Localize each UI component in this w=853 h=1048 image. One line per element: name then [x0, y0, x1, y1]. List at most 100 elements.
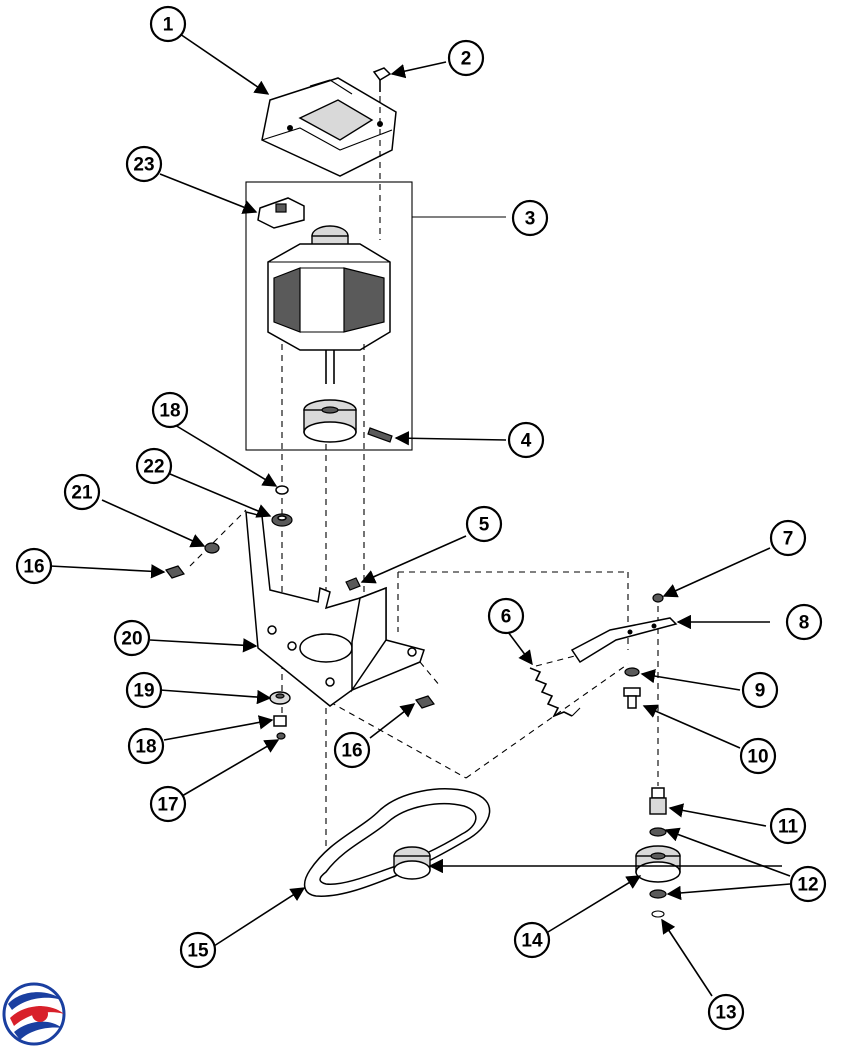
part-callout-9: 9	[741, 671, 779, 709]
callout-circle	[113, 619, 151, 657]
motor-mount-bracket-part	[245, 511, 425, 707]
part-callout-6: 6	[487, 597, 525, 635]
part-callout-20: 20	[113, 619, 151, 657]
part-callout-18: 18	[151, 391, 189, 429]
callout-circle	[179, 931, 217, 969]
idler-pulley-part-14	[635, 845, 681, 883]
part-callout-15: 15	[179, 931, 217, 969]
part-callout-12: 12	[789, 865, 827, 903]
washer-part-12-top	[649, 827, 667, 837]
part-number-label: 5	[479, 515, 490, 536]
bracket-part-23	[257, 197, 305, 229]
bolt-part-16-right	[415, 695, 435, 709]
part-callout-22: 22	[135, 447, 173, 485]
part-callout-14: 14	[513, 921, 551, 959]
callout-circle	[769, 519, 807, 557]
part-number-label: 8	[799, 613, 810, 634]
part-number-label: 18	[159, 401, 180, 422]
part-number-label: 11	[778, 817, 799, 838]
callout-circle	[135, 447, 173, 485]
motor-pulley-part	[303, 399, 357, 443]
part-callout-16b: 16	[333, 731, 371, 769]
washer-part-9	[624, 667, 640, 677]
spring-part-6	[529, 667, 581, 718]
screw-part-5	[345, 577, 361, 591]
part-callout-17: 17	[149, 785, 187, 823]
washer-part-18-top	[275, 485, 289, 495]
part-number-label: 12	[797, 875, 818, 896]
callout-circle	[741, 671, 779, 709]
part-callout-7: 7	[769, 519, 807, 557]
callout-circle	[789, 865, 827, 903]
callout-circle	[785, 603, 823, 641]
callout-circle	[333, 731, 371, 769]
motor-assembly-box	[245, 181, 413, 451]
part-number-label: 19	[133, 681, 154, 702]
part-callout-19: 19	[125, 671, 163, 709]
brand-logo	[2, 982, 66, 1046]
stud-part-11	[649, 787, 667, 815]
part-callout-16: 16	[15, 547, 53, 585]
transmission-pulley-part	[393, 846, 431, 880]
part-number-label: 3	[525, 209, 536, 230]
shoulder-bolt-part-10	[623, 687, 641, 709]
callout-circle	[507, 421, 545, 459]
callout-circle	[125, 145, 163, 183]
part-number-label: 18	[135, 737, 156, 758]
part-callout-5: 5	[465, 505, 503, 543]
part-callout-13: 13	[707, 993, 745, 1031]
part-number-label: 22	[143, 457, 164, 478]
part-number-label: 20	[121, 629, 142, 650]
callout-circle	[465, 505, 503, 543]
part-number-label: 6	[501, 607, 512, 628]
callout-circle	[149, 785, 187, 823]
part-number-label: 2	[461, 49, 472, 70]
part-number-label: 10	[747, 747, 768, 768]
callout-circle	[447, 39, 485, 77]
washer-part-21	[204, 542, 220, 554]
callout-circle	[511, 199, 549, 237]
callout-circle	[63, 473, 101, 511]
callout-circle	[707, 993, 745, 1031]
drive-belt-part-15	[303, 788, 491, 897]
part-callout-10: 10	[739, 737, 777, 775]
part-callout-21: 21	[63, 473, 101, 511]
part-number-label: 16	[23, 557, 44, 578]
part-callout-4: 4	[507, 421, 545, 459]
part-number-label: 4	[521, 431, 532, 452]
callout-circle	[739, 737, 777, 775]
grommet-part-19	[269, 691, 291, 705]
part-number-label: 21	[71, 483, 93, 504]
part-callout-1: 1	[149, 5, 187, 43]
set-screw-part-4	[367, 427, 393, 443]
part-callout-11: 11	[769, 807, 807, 845]
motor-cover-part	[261, 77, 397, 177]
part-callout-23: 23	[125, 145, 163, 183]
part-number-label: 14	[521, 931, 543, 952]
part-number-label: 16	[341, 741, 362, 762]
grommet-part-22	[271, 513, 293, 527]
callout-circle	[513, 921, 551, 959]
screw-part-2	[372, 67, 392, 92]
bolt-part-16-left	[165, 565, 185, 579]
part-number-label: 9	[755, 681, 766, 702]
callout-circle	[127, 727, 165, 765]
part-number-label: 7	[783, 529, 794, 550]
callout-circle	[769, 807, 807, 845]
idler-arm-part-8	[570, 617, 678, 664]
callout-circle	[149, 5, 187, 43]
motor-part	[267, 225, 391, 384]
callout-circle	[151, 391, 189, 429]
part-callout-18b: 18	[127, 727, 165, 765]
callout-circle	[125, 671, 163, 709]
nut-part-17	[276, 732, 286, 740]
part-number-label: 1	[163, 15, 174, 36]
part-number-label: 15	[187, 941, 209, 962]
leader-arrows	[49, 33, 791, 997]
part-callouts: 1234567891011121314151616171818192021222…	[15, 5, 827, 1031]
spacer-part-18-bottom	[273, 715, 287, 727]
retaining-ring-part-13	[651, 910, 665, 918]
part-number-label: 23	[133, 155, 154, 176]
callout-circle	[487, 597, 525, 635]
